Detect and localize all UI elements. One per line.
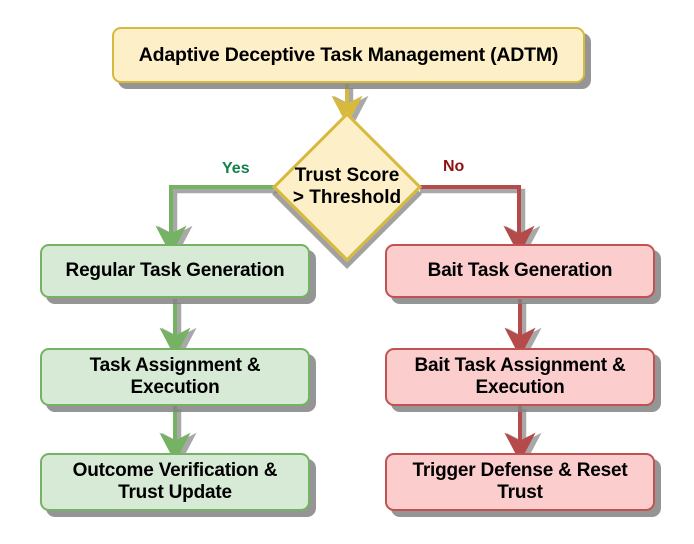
node-decision-trust-score[interactable]: Trust Score > Threshold [272, 112, 422, 262]
line-2: Execution [130, 377, 220, 398]
edge-decision-no [420, 185, 535, 256]
node-root-label: Adaptive Deceptive Task Management (ADTM… [138, 43, 559, 66]
node-regular-task-generation-label: Regular Task Generation [65, 260, 285, 282]
node-task-assignment-execution-label: Task Assignment & Execution [90, 355, 261, 399]
line-2: Execution [475, 377, 565, 398]
node-outcome-verification-trust-update[interactable]: Outcome Verification & Trust Update [40, 453, 310, 511]
edge-decision-yes [155, 185, 274, 256]
node-trigger-defense-reset-trust-label: Trigger Defense & Reset Trust [412, 460, 627, 504]
line-1: Outcome Verification & [72, 460, 278, 482]
decision-line-2: > Threshold [292, 187, 402, 208]
node-root[interactable]: Adaptive Deceptive Task Management (ADTM… [112, 27, 585, 83]
connector-shadows [157, 88, 542, 467]
node-bait-task-assignment-execution[interactable]: Bait Task Assignment & Execution [385, 348, 655, 406]
node-regular-task-generation[interactable]: Regular Task Generation [40, 244, 310, 298]
line-1: Bait Task Assignment & [414, 355, 626, 377]
node-decision-label: Trust Score > Threshold [260, 114, 434, 260]
node-trigger-defense-reset-trust[interactable]: Trigger Defense & Reset Trust [385, 453, 655, 511]
node-outcome-verification-trust-update-label: Outcome Verification & Trust Update [73, 460, 278, 504]
decision-line-1: Trust Score [294, 164, 400, 186]
node-task-assignment-execution[interactable]: Task Assignment & Execution [40, 348, 310, 406]
edge-label-no: No [443, 158, 465, 175]
node-bait-task-generation-label: Bait Task Generation [427, 260, 613, 282]
node-bait-task-assignment-execution-label: Bait Task Assignment & Execution [415, 355, 626, 399]
line-1: Trigger Defense & Reset [412, 460, 628, 482]
line-2: Trust [497, 482, 543, 503]
edge-label-yes: Yes [222, 160, 250, 177]
line-1: Task Assignment & [89, 355, 261, 377]
line-2: Trust Update [118, 482, 232, 503]
